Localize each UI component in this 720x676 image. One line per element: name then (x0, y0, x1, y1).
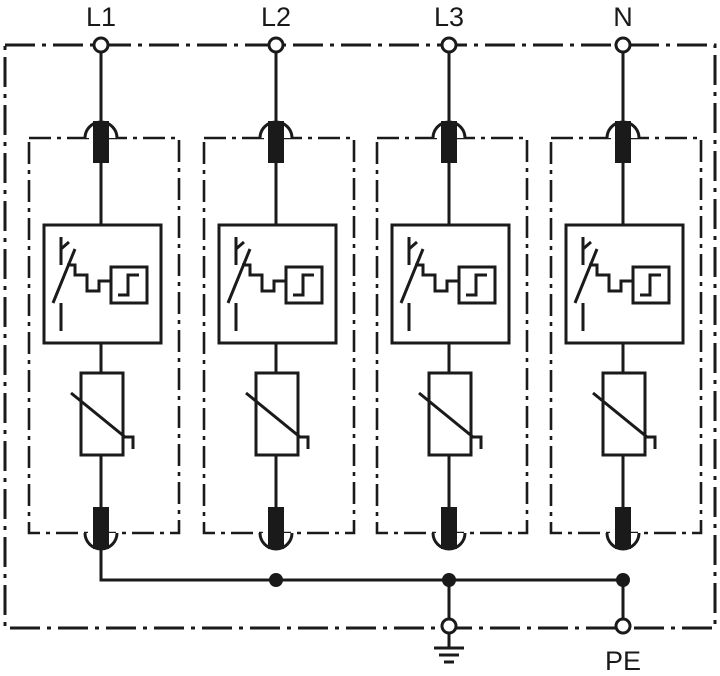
protection-modules (27, 36, 703, 551)
fuse-icon (93, 507, 109, 549)
switch-arm-top (59, 237, 70, 265)
thermal-step (118, 273, 139, 297)
junction-dot (269, 573, 283, 587)
varistor-slash (70, 391, 135, 449)
module-l1 (27, 36, 181, 551)
varistor-body (79, 371, 125, 457)
input-terminal (440, 36, 458, 54)
fuse-icon (441, 507, 457, 549)
switch-arm-top (234, 237, 245, 265)
switch-arm-top (581, 237, 592, 265)
module-l2 (202, 36, 356, 551)
input-terminal (614, 36, 632, 54)
thermal-step (293, 273, 314, 297)
switch-blade (399, 248, 425, 331)
input-terminal (267, 36, 285, 54)
trip-linkage (415, 263, 459, 293)
input-terminal (92, 36, 110, 54)
ground-terminal (440, 617, 458, 635)
fuse-icon (615, 507, 631, 549)
thermal-step (466, 273, 487, 297)
fuse-icon (268, 121, 284, 163)
varistor-icon (70, 371, 135, 457)
fuse-icon (615, 121, 631, 163)
terminal-label-pe: PE (605, 646, 641, 676)
earth-bus (99, 545, 623, 582)
fuse-icon (93, 121, 109, 163)
module-l3 (375, 36, 529, 551)
fuse-icon (268, 507, 284, 549)
varistor-body (601, 371, 647, 457)
disconnector-switch-icon (573, 237, 671, 331)
varistor-body (427, 371, 473, 457)
varistor-slash (592, 391, 657, 449)
varistor-body (254, 371, 300, 457)
module-housing (27, 136, 181, 535)
outer-enclosure (3, 43, 717, 630)
disconnector-box (390, 223, 511, 345)
varistor-slash (418, 391, 483, 449)
varistor-icon (245, 371, 310, 457)
terminal-label-n: N (613, 2, 633, 32)
pe-terminal (614, 617, 632, 635)
terminal-label-l1: L1 (86, 2, 116, 32)
thermal-step (640, 273, 661, 297)
disconnector-switch-icon (51, 237, 149, 331)
switch-blade (226, 248, 252, 331)
terminal-label-l2: L2 (261, 2, 291, 32)
module-housing (202, 136, 356, 535)
switch-blade (51, 248, 77, 331)
varistor-slash (245, 391, 310, 449)
earth-ground-icon (434, 634, 464, 664)
trip-linkage (67, 263, 111, 293)
varistor-icon (592, 371, 657, 457)
disconnector-switch-icon (226, 237, 324, 331)
module-housing (375, 136, 529, 535)
trip-linkage (242, 263, 286, 293)
switch-arm-top (407, 237, 418, 265)
fuse-icon (441, 121, 457, 163)
disconnector-switch-icon (399, 237, 497, 331)
varistor-icon (418, 371, 483, 457)
switch-blade (573, 248, 599, 331)
terminal-label-l3: L3 (434, 2, 464, 32)
module-housing (549, 136, 703, 535)
module-n (549, 36, 703, 551)
trip-linkage (589, 263, 633, 293)
